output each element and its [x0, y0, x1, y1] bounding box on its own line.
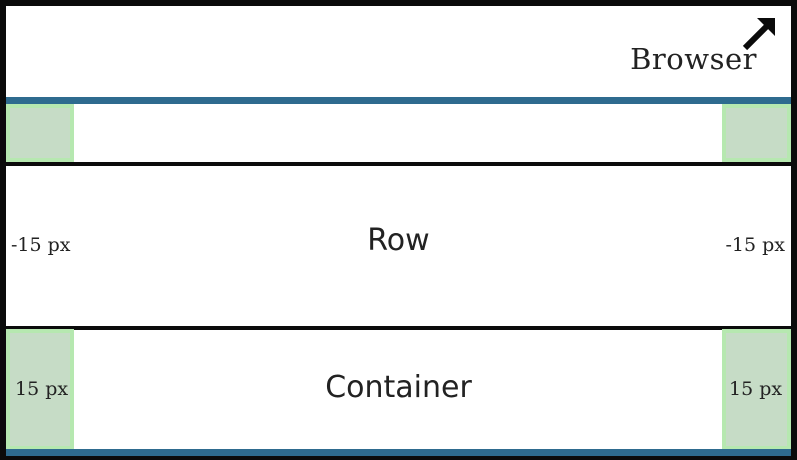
- container-label: Container: [325, 370, 472, 405]
- container-padding-top-right: [722, 104, 791, 162]
- container-top-edge: [6, 97, 791, 104]
- container-left-padding-label: 15 px: [15, 378, 69, 400]
- row-left-margin-label: -15 px: [11, 234, 71, 256]
- browser-label: Browser: [630, 42, 757, 76]
- row-label: Row: [367, 223, 430, 258]
- container-padding-top-left: [6, 104, 74, 162]
- row-right-margin-label: -15 px: [725, 234, 785, 256]
- container-right-padding-label: 15 px: [729, 378, 783, 400]
- container-padding-left: [6, 329, 74, 450]
- row-box: [0, 162, 797, 330]
- container-padding-right: [722, 329, 791, 450]
- arrow-up-right-icon: [742, 18, 775, 51]
- container-bottom-edge: [6, 449, 791, 456]
